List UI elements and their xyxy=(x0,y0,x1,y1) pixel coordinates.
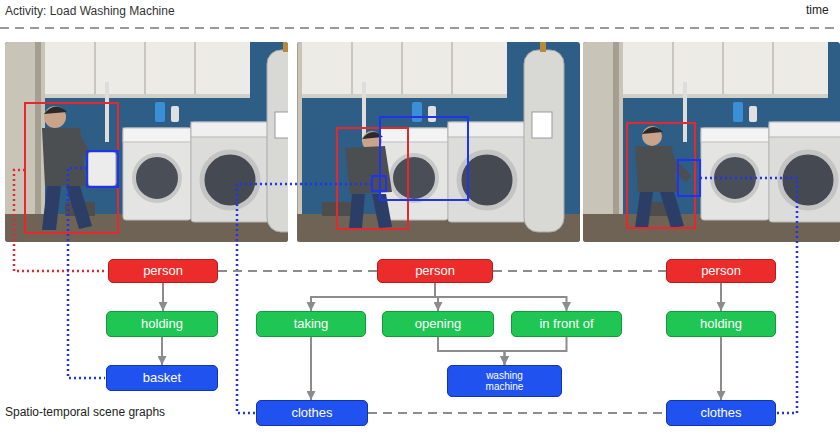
video-frame xyxy=(297,42,580,242)
relation-node: in front of xyxy=(511,311,622,337)
temporal-link xyxy=(368,412,666,414)
object-node: clothes xyxy=(666,400,776,426)
node-text: clothes xyxy=(700,406,741,420)
temporal-link xyxy=(493,270,666,272)
relation-arrow xyxy=(435,283,567,311)
relation-node: taking xyxy=(256,311,366,337)
subject-node: person xyxy=(377,259,493,283)
node-text: person xyxy=(415,264,455,278)
object-box xyxy=(678,160,700,196)
leader-line xyxy=(700,178,797,413)
node-text: person xyxy=(143,264,183,278)
video-frame xyxy=(583,42,840,242)
leader-line xyxy=(14,170,107,271)
node-text: holding xyxy=(141,317,183,331)
relation-arrow xyxy=(720,283,722,311)
relation-arrow xyxy=(720,337,722,400)
object-node: basket xyxy=(106,365,218,391)
bounding-boxes xyxy=(25,103,700,233)
relation-arrow xyxy=(161,337,163,365)
relation-arrow xyxy=(505,337,567,365)
diagram-title: Activity: Load Washing Machine xyxy=(5,4,175,18)
relation-node: opening xyxy=(382,311,494,337)
object-node: clothes xyxy=(256,400,368,426)
relation-node: holding xyxy=(106,311,218,337)
node-text: person xyxy=(701,264,741,278)
node-text: taking xyxy=(294,317,329,331)
node-text: washing machine xyxy=(473,370,537,392)
relation-arrow xyxy=(438,337,505,365)
relation-arrow xyxy=(311,283,435,311)
node-text: opening xyxy=(415,317,461,331)
leader-line xyxy=(237,184,372,413)
node-text: in front of xyxy=(539,317,593,331)
node-text: basket xyxy=(143,371,181,385)
relation-arrow xyxy=(310,337,312,400)
leader-line xyxy=(68,168,105,378)
object-node: washing machine xyxy=(447,365,562,397)
video-frame xyxy=(5,42,288,242)
person-box xyxy=(337,128,408,229)
relation-arrow xyxy=(162,283,164,311)
object-box xyxy=(380,117,468,200)
time-axis xyxy=(0,27,840,29)
figure-label: Spatio-temporal scene graphs xyxy=(5,405,165,419)
leader-lines xyxy=(14,168,797,413)
node-text: holding xyxy=(700,317,742,331)
subject-node: person xyxy=(666,259,776,283)
object-box xyxy=(87,151,118,187)
object-box xyxy=(372,176,386,191)
person-box xyxy=(627,123,695,228)
axis-label: time xyxy=(806,3,829,17)
node-text: clothes xyxy=(291,406,332,420)
subject-node: person xyxy=(108,259,218,283)
temporal-link xyxy=(218,270,377,272)
relation-node: holding xyxy=(666,311,776,337)
